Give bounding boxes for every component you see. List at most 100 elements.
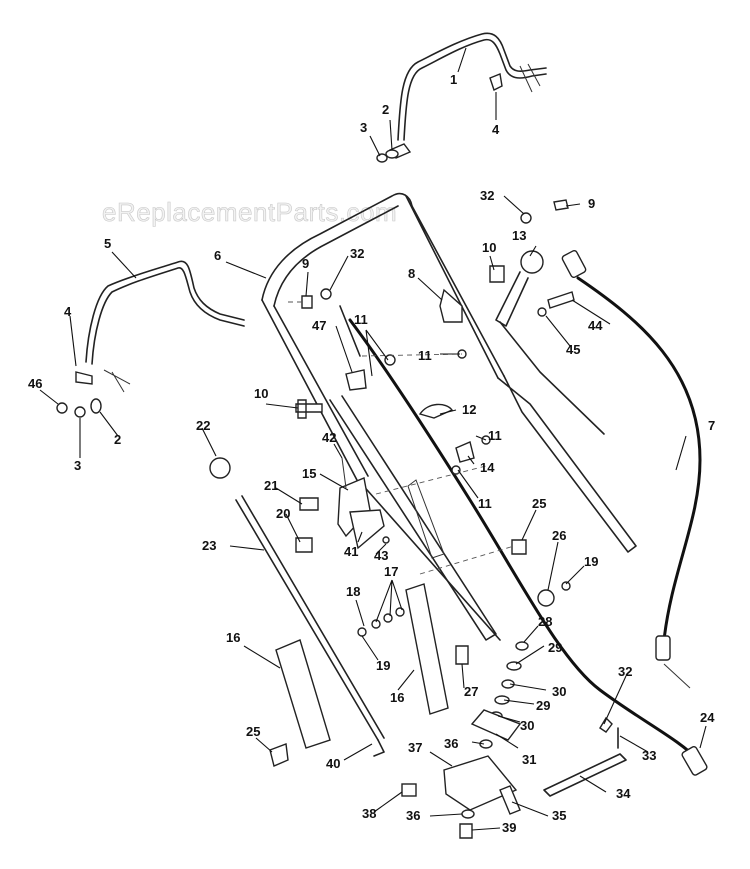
part-29-washer-b [494,695,510,705]
part-45-nut [537,307,547,317]
part-7-cable [576,276,702,642]
callout-labels: 1 2 3 4 5 6 7 8 9 9 10 10 11 11 11 11 12… [28,72,715,835]
callout-41: 41 [344,544,358,559]
cable-hook [663,663,691,689]
callout-10-left: 10 [254,386,268,401]
part-2-washer-upper [385,149,399,159]
upper-bail-handle [388,32,547,159]
part-17-washer-c [395,607,405,617]
callout-36-upper: 36 [444,736,458,751]
left-bail-handle [85,260,245,393]
cable-end-lower [655,635,671,661]
upper-handle-frame [261,192,637,553]
callout-7: 7 [708,418,715,433]
part-25-bolt-left [269,743,289,767]
callout-5: 5 [104,236,111,251]
callout-1: 1 [450,72,457,87]
callout-46: 46 [28,376,42,391]
part-22-knob [209,457,231,479]
part-42-screw [341,457,347,489]
callout-29-a: 29 [548,640,562,655]
part-20-bolt [295,537,313,553]
part-17-washer-b [383,613,393,623]
part-25-bolt-right [511,539,527,555]
callout-19-right: 19 [584,554,598,569]
callout-38: 38 [362,806,376,821]
callout-36-lower: 36 [406,808,420,823]
part-27-bolt [455,645,469,665]
part-10-bolt-right [489,265,505,283]
callout-30-b: 30 [520,718,534,733]
callout-20: 20 [276,506,290,521]
callout-19-left: 19 [376,658,390,673]
part-29-washer-a [506,661,522,671]
callout-32-left: 32 [350,246,364,261]
callout-11-d: 11 [478,496,492,511]
part-9-screw-right [553,199,569,211]
callout-4-left: 4 [64,304,72,319]
part-18-nut [357,627,367,637]
callout-43: 43 [374,548,388,563]
part-10-bolt-left [295,399,323,419]
part-24-cable-end [681,746,708,776]
control-bracket-rail [499,321,605,435]
callout-11-b: 11 [418,348,432,363]
part-17-washer-a [371,619,381,629]
callout-39: 39 [502,820,516,835]
callout-11-a: 11 [354,312,368,327]
part-44-bolt [547,291,575,309]
callout-29-b: 29 [536,698,550,713]
part-19-nut-right [561,581,571,591]
callout-2-left: 2 [114,432,121,447]
part-13-knob [520,250,544,274]
watermark: eReplacementParts.com [102,197,397,227]
part-37-bracket [443,755,518,811]
callout-9-right: 9 [588,196,595,211]
part-26-spacer [537,589,555,607]
callout-8: 8 [408,266,415,281]
callout-12: 12 [462,402,476,417]
callout-10-right: 10 [482,240,496,255]
callout-9-left: 9 [302,256,309,271]
part-23-rod [235,495,385,741]
part-11-nut-a [384,354,396,366]
part-clamp [345,369,367,391]
part-43-pin [382,536,390,544]
part-35-pin [499,785,521,815]
callout-44: 44 [588,318,603,333]
part-2-washer-left [90,398,102,414]
rod-hook [373,739,385,757]
callout-4-upper: 4 [492,122,500,137]
callout-37: 37 [408,740,422,755]
part-41-plate [349,509,385,550]
callout-3-left: 3 [74,458,81,473]
callout-31: 31 [522,752,536,767]
part-16-strap-center [405,583,449,715]
part-14-bracket [455,441,475,463]
leader-lines [39,47,707,831]
part-8-bracket [439,288,463,323]
callout-30-a: 30 [552,684,566,699]
callout-21: 21 [264,478,278,493]
cable-routed [348,318,700,762]
callout-15: 15 [302,466,316,481]
cable-end-upper [561,250,587,278]
part-30-washer-a [501,679,515,689]
callout-11-c: 11 [488,428,502,443]
callout-40: 40 [326,756,340,771]
callout-25-right: 25 [532,496,546,511]
part-36-washer-upper [479,739,493,749]
callout-34: 34 [616,786,631,801]
alignment-line-b [375,465,487,495]
part-32-washer-right [520,212,532,224]
callout-13: 13 [512,228,526,243]
callout-42: 42 [322,430,336,445]
part-21-bolt [299,497,319,511]
callout-23: 23 [202,538,216,553]
part-4-clip-upper [489,73,503,91]
part-39-bolt [459,823,473,839]
callout-33: 33 [642,748,656,763]
callout-45: 45 [566,342,580,357]
